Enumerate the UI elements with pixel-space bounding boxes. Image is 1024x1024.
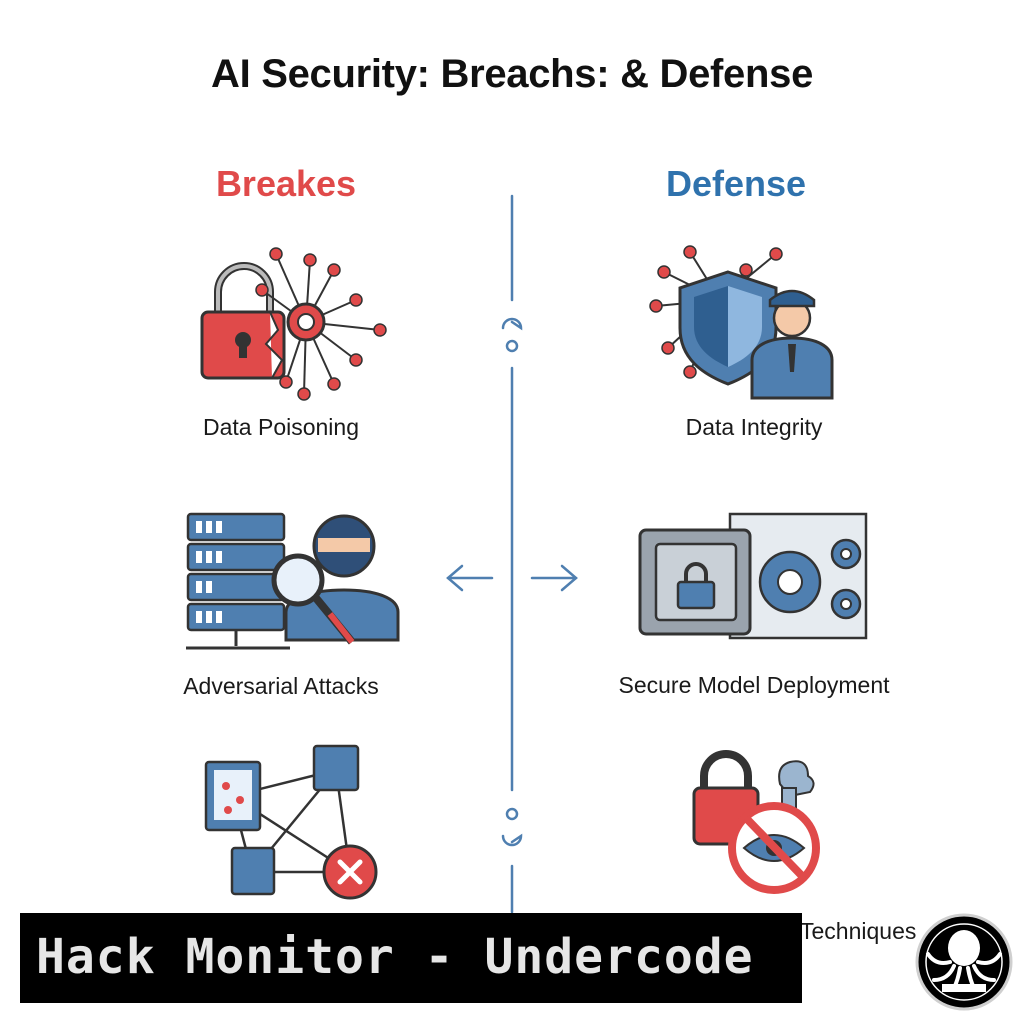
- caption-data-poisoning: Data Poisoning: [203, 414, 359, 440]
- caption-techniques: Techniques: [800, 918, 917, 944]
- caption-secure-model-deployment: Secure Model Deployment: [618, 672, 890, 698]
- banner-text: Hack Monitor - Undercode: [36, 929, 754, 985]
- network-breach-icon: [204, 744, 378, 900]
- broken-lock-virus-icon: [200, 247, 387, 401]
- lock-privacy-icon: [692, 750, 820, 894]
- watermark-banner: Hack Monitor - Undercode: [20, 913, 802, 1003]
- shield-guard-icon: [649, 245, 834, 400]
- vault-gears-icon: [638, 512, 868, 640]
- caption-data-integrity: Data Integrity: [685, 414, 823, 440]
- left-arrow-icon: [446, 564, 494, 592]
- breaches-heading: Breakes: [215, 163, 357, 204]
- page-title: AI Security: Breachs: & Defense: [210, 52, 814, 96]
- hacker-server-icon: [186, 512, 400, 650]
- caption-adversarial-attacks: Adversarial Attacks: [183, 673, 379, 699]
- right-arrow-icon: [530, 564, 578, 592]
- octopus-badge-icon: [915, 913, 1013, 1011]
- defense-heading: Defense: [665, 163, 807, 204]
- center-divider: [501, 194, 523, 914]
